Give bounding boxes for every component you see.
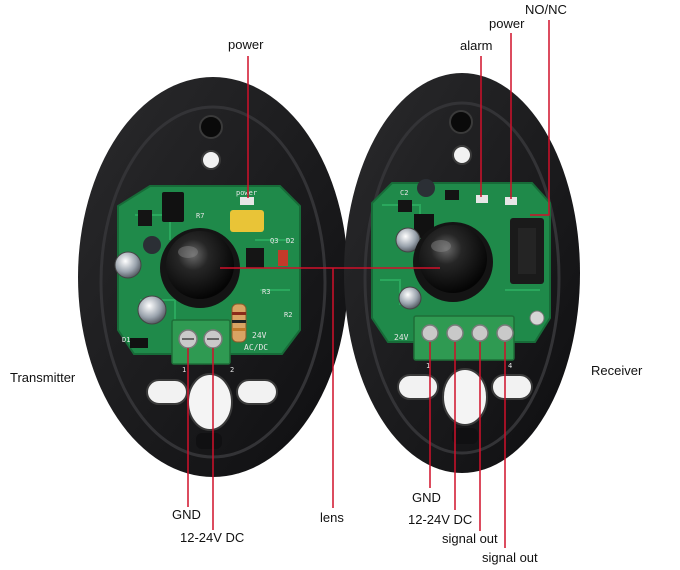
led-d2 xyxy=(278,250,288,266)
rx-smd-2 xyxy=(445,190,459,200)
rx-lens xyxy=(419,225,487,293)
mount-hole-second xyxy=(452,145,472,165)
rx-alarm-led xyxy=(476,195,488,203)
electrolytic-cap-1 xyxy=(114,251,142,279)
rx-cap-top xyxy=(417,179,435,197)
rx-trimmer xyxy=(529,310,545,326)
label-gnd-right: GND xyxy=(412,490,441,505)
label-no-nc: NO/NC xyxy=(525,2,567,17)
tx-mark-pin1: 1 xyxy=(182,366,186,374)
tx-mark-pin2: 2 xyxy=(230,366,234,374)
smd-d1 xyxy=(130,338,148,348)
lower-notch xyxy=(196,433,222,449)
transmitter-pcb: power R7 Q3 D2 R3 R2 D1 24V AC/DC 1 2 xyxy=(114,185,301,374)
label-dc-right: 12-24V DC xyxy=(408,512,473,527)
label-alarm: alarm xyxy=(460,38,493,53)
cable-hole xyxy=(187,373,233,431)
rx-screw-4 xyxy=(496,324,514,342)
small-ic xyxy=(246,248,264,268)
label-dc-left: 12-24V DC xyxy=(180,530,245,545)
slot-right xyxy=(491,374,533,400)
tx-mark-d1: D1 xyxy=(122,336,130,344)
resistor-band xyxy=(232,328,246,331)
mount-hole-top xyxy=(449,110,473,134)
lens-highlight xyxy=(431,240,451,252)
electrolytic-cap-2 xyxy=(137,295,167,325)
leader-no-nc xyxy=(530,20,550,216)
rx-smd-1 xyxy=(398,200,412,212)
label-power-right: power xyxy=(489,16,525,31)
tx-mark-acdc: AC/DC xyxy=(244,343,268,352)
label-power-left: power xyxy=(228,37,264,52)
rx-mark-1: 1 xyxy=(426,362,430,370)
tx-lens xyxy=(166,231,234,299)
electrolytic-cap-3 xyxy=(143,236,161,254)
smd-transistor xyxy=(138,210,152,226)
label-lens: lens xyxy=(320,510,344,525)
rx-terminal-block xyxy=(413,315,515,361)
tx-mark-q3: Q3 xyxy=(270,237,278,245)
yellow-capacitor xyxy=(230,210,264,232)
rx-screw-1 xyxy=(421,324,439,342)
label-gnd-left: GND xyxy=(172,507,201,522)
rx-mark-4: 4 xyxy=(508,362,512,370)
tx-mark-r2: R2 xyxy=(284,311,292,319)
mount-hole-second xyxy=(201,150,221,170)
rx-relay-top xyxy=(518,228,536,274)
housing-inner-rim xyxy=(363,101,561,455)
cable-hole xyxy=(442,368,488,426)
tx-mark-power: power xyxy=(236,189,257,197)
rx-mark-c2: C2 xyxy=(400,189,408,197)
label-transmitter: Transmitter xyxy=(10,370,76,385)
label-signal-out-2: signal out xyxy=(482,550,538,565)
leader-lines xyxy=(187,20,550,548)
tx-mark-r3: R3 xyxy=(262,288,270,296)
lower-notch xyxy=(452,428,478,444)
label-signal-out-1: signal out xyxy=(442,531,498,546)
power-led xyxy=(240,197,254,205)
tx-mark-24v: 24V xyxy=(252,331,267,340)
rx-cap-2 xyxy=(398,286,422,310)
rx-power-led xyxy=(505,197,517,205)
slot-left xyxy=(146,379,188,405)
mount-hole-top xyxy=(199,115,223,139)
tx-mark-d2: D2 xyxy=(286,237,294,245)
slot-left xyxy=(397,374,439,400)
lens-highlight xyxy=(178,246,198,258)
resistor-band xyxy=(232,320,246,323)
rx-screw-3 xyxy=(471,324,489,342)
receiver-pcb: C2 24V 1 4 xyxy=(371,179,551,370)
resistor-band xyxy=(232,312,246,315)
tx-mark-r7: R7 xyxy=(196,212,204,220)
rx-screw-2 xyxy=(446,324,464,342)
label-receiver: Receiver xyxy=(591,363,643,378)
ic-chip xyxy=(162,192,184,222)
slot-right xyxy=(236,379,278,405)
rx-mark-24v: 24V xyxy=(394,333,409,342)
